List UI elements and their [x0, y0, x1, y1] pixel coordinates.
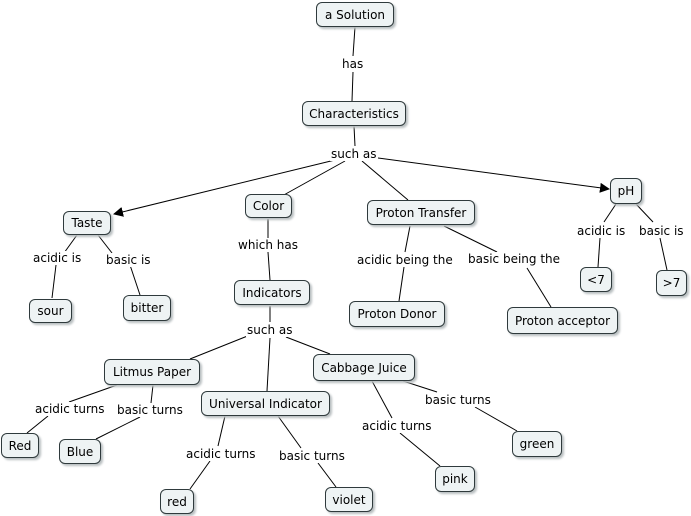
line-acidic-donor [398, 266, 405, 302]
line-basic-acceptor [526, 267, 552, 308]
line-acidic-red [26, 415, 49, 434]
line-litmus-basic [150, 384, 154, 404]
line-ph-basic [635, 203, 654, 223]
node-green[interactable]: green [512, 431, 562, 457]
line-basic-violet [317, 462, 337, 488]
line-suchas-litmus [189, 334, 251, 360]
line-cabbage-basic [402, 380, 438, 393]
node-sour[interactable]: sour [29, 299, 72, 323]
node-proton-transfer[interactable]: Proton Transfer [367, 200, 475, 225]
node-taste[interactable]: Taste [63, 211, 111, 235]
node-blue[interactable]: Blue [59, 439, 101, 464]
node-universal-indicator[interactable]: Universal Indicator [201, 391, 330, 416]
link-label-proton-acidic: acidic being the [356, 253, 454, 267]
line-acidic-sour [51, 264, 57, 299]
node-a-solution[interactable]: a Solution [316, 2, 394, 27]
node-violet[interactable]: violet [325, 487, 373, 512]
line-proton-basic [443, 225, 498, 253]
node-proton-acceptor[interactable]: Proton acceptor [507, 307, 618, 334]
link-label-taste-acidic: acidic is [32, 251, 83, 265]
line-basic-gt7 [659, 237, 668, 271]
line-solution-has [352, 26, 356, 57]
node-ph[interactable]: pH [610, 178, 642, 204]
node-greater-than-7[interactable]: >7 [656, 270, 687, 296]
line-suchas-cabbage [285, 336, 331, 355]
node-characteristics[interactable]: Characteristics [302, 101, 406, 126]
line-characteristics-suchas [353, 125, 356, 147]
line-taste-basic [97, 234, 113, 254]
line-proton-acidic [404, 225, 411, 253]
line-acidic-pink [399, 432, 441, 467]
line-suchas-proton [361, 160, 409, 201]
line-suchas-universal [266, 337, 271, 392]
node-less-than-7[interactable]: <7 [580, 267, 612, 292]
node-color[interactable]: Color [245, 194, 292, 218]
line-acidic-red2 [189, 460, 211, 490]
link-label-taste-basic: basic is [105, 253, 152, 267]
link-label-cabbage-acidic: acidic turns [361, 419, 433, 433]
line-whichhas-indicators [267, 251, 271, 281]
line-litmus-acidic [68, 384, 118, 403]
node-indicators[interactable]: Indicators [234, 280, 310, 305]
node-litmus-paper[interactable]: Litmus Paper [104, 359, 200, 385]
line-universal-acidic [217, 415, 226, 447]
link-label-which-has: which has [237, 238, 299, 252]
line-taste-acidic [63, 234, 78, 254]
line-universal-basic [277, 415, 302, 449]
line-cabbage-acidic [371, 380, 393, 419]
node-cabbage-juice[interactable]: Cabbage Juice [313, 354, 415, 381]
link-label-universal-acidic: acidic turns [185, 447, 257, 461]
node-pink[interactable]: pink [435, 466, 475, 492]
line-has-characteristics [351, 71, 354, 102]
line-basic-bitter [129, 264, 141, 296]
node-bitter[interactable]: bitter [123, 295, 171, 321]
line-basic-green [474, 406, 518, 432]
line-suchas-color [281, 160, 346, 197]
link-label-such-as: such as [330, 147, 378, 161]
line-basic-blue [95, 416, 141, 440]
link-label-universal-basic: basic turns [278, 449, 346, 463]
link-label-ph-acidic: acidic is [576, 224, 627, 238]
node-red-universal[interactable]: red [160, 489, 194, 514]
node-red-litmus[interactable]: Red [1, 433, 39, 458]
link-label-ph-basic: basic is [638, 224, 685, 238]
line-suchas-ph [377, 157, 610, 193]
link-label-proton-basic: basic being the [467, 252, 562, 266]
line-acidic-lt7 [597, 237, 601, 268]
line-suchas-taste [113, 159, 336, 217]
link-label-litmus-basic: basic turns [116, 403, 184, 417]
link-label-cabbage-basic: basic turns [424, 393, 492, 407]
link-label-such-as-indicators: such as [246, 323, 294, 337]
link-label-litmus-acidic: acidic turns [34, 402, 106, 416]
node-proton-donor[interactable]: Proton Donor [349, 301, 445, 327]
line-ph-acidic [603, 203, 617, 223]
link-label-has: has [341, 57, 365, 71]
